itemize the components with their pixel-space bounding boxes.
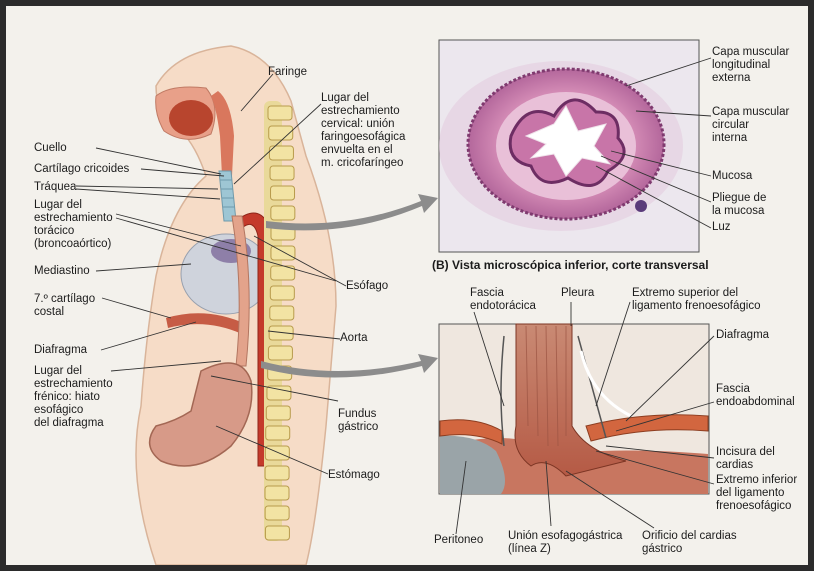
vertebra [265, 446, 289, 460]
label-orificio-cardias: Orificio del cardias gástrico [642, 530, 737, 556]
label-peritoneo: Peritoneo [434, 534, 483, 547]
histology-section [439, 61, 683, 231]
label-fascia-endoabdominal: Fascia endoabdominal [716, 383, 795, 409]
label-diafragma-a: Diafragma [34, 344, 87, 357]
label-cuello: Cuello [34, 142, 67, 155]
label-traquea: Tráquea [34, 181, 76, 194]
label-extremo-inferior: Extremo inferior del ligamento frenoesof… [716, 474, 797, 513]
vertebra [265, 466, 289, 480]
vertebra [270, 166, 294, 180]
label-aorta: Aorta [340, 332, 368, 345]
label-circular-muscle: Capa muscular circular interna [712, 106, 789, 145]
vertebra [268, 346, 292, 360]
label-mediastino: Mediastino [34, 265, 90, 278]
vertebra [270, 306, 294, 320]
label-cartilago-cricoides: Cartílago cricoides [34, 163, 129, 176]
vertebra [268, 106, 292, 120]
label-pleura: Pleura [561, 287, 594, 300]
vertebra [265, 506, 289, 520]
vertebra [265, 526, 289, 540]
anatomy-figure-page: Faringe Lugar del estrechamiento cervica… [6, 6, 808, 565]
vertebra [270, 286, 294, 300]
label-cervical-constriction: Lugar del estrechamiento cervical: unión… [321, 92, 405, 170]
label-pliegue-mucosa: Pliegue de la mucosa [712, 192, 766, 218]
label-phrenic-constriction: Lugar del estrechamiento frénico: hiato … [34, 365, 113, 430]
label-cartilago-costal: 7.º cartílago costal [34, 293, 95, 319]
label-diafragma-c: Diafragma [716, 329, 769, 342]
vertebra [271, 246, 295, 260]
label-extremo-superior: Extremo superior del ligamento frenoesof… [632, 287, 761, 313]
vertebra [266, 426, 290, 440]
label-mucosa: Mucosa [712, 170, 752, 183]
vertebra [271, 186, 295, 200]
label-estomago: Estómago [328, 469, 380, 482]
label-fascia-endotoracica: Fascia endotorácica [470, 287, 536, 313]
illustration [6, 6, 808, 565]
label-fundus-gastrico: Fundus gástrico [338, 408, 378, 434]
label-luz: Luz [712, 221, 731, 234]
torso-illustration [136, 46, 336, 565]
label-incisura-cardias: Incisura del cardias [716, 446, 775, 472]
label-thoracic-constriction: Lugar del estrechamiento torácico (bronc… [34, 199, 113, 251]
label-esofago: Esófago [346, 280, 388, 293]
vertebra [266, 406, 290, 420]
caption-b: (B) Vista microscópica inferior, corte t… [432, 258, 709, 272]
label-faringe: Faringe [268, 66, 307, 79]
vertebra [265, 486, 289, 500]
vertebra [271, 206, 295, 220]
label-union-esofagogastrica: Unión esofagogástrica (línea Z) [508, 530, 622, 556]
label-longitudinal-muscle: Capa muscular longitudinal externa [712, 46, 789, 85]
